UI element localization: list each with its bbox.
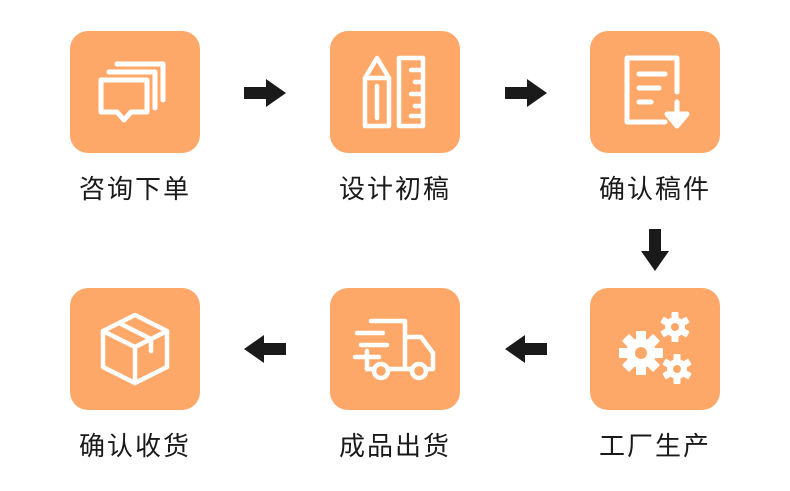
- gears-icon: [619, 312, 692, 384]
- step-tile: [330, 31, 460, 153]
- arrow-right-icon: [505, 79, 547, 107]
- step-label: 工厂生产: [598, 432, 711, 462]
- arrow-right-1: [244, 79, 286, 107]
- step-tile: [590, 31, 720, 153]
- arrow-left-2: [244, 335, 286, 363]
- chat-bubbles-icon: [98, 61, 166, 123]
- step-consult-order: 咨询下单: [70, 31, 200, 206]
- step-label: 咨询下单: [78, 175, 191, 205]
- package-box-icon: [100, 312, 170, 386]
- pencil-ruler-icon: [362, 55, 426, 129]
- step-factory-production: 工厂生产: [590, 288, 720, 463]
- arrow-left-icon: [505, 335, 547, 363]
- step-label: 设计初稿: [338, 175, 451, 205]
- step-confirm-draft: 确认稿件: [590, 31, 720, 206]
- step-tile: [330, 288, 460, 410]
- step-confirm-receipt: 确认收货: [70, 288, 200, 463]
- arrow-down-icon: [641, 229, 669, 271]
- step-label: 成品出货: [338, 432, 451, 462]
- arrow-right-icon: [244, 79, 286, 107]
- document-download-icon: [624, 55, 690, 129]
- arrow-left-icon: [244, 335, 286, 363]
- delivery-truck-icon: [352, 318, 436, 381]
- arrow-right-2: [505, 79, 547, 107]
- step-tile: [590, 288, 720, 410]
- step-label: 确认收货: [78, 432, 191, 462]
- step-design-draft: 设计初稿: [330, 31, 460, 206]
- arrow-left-1: [505, 335, 547, 363]
- step-label: 确认稿件: [598, 175, 711, 205]
- step-tile: [70, 31, 200, 153]
- step-tile: [70, 288, 200, 410]
- arrow-down: [641, 229, 669, 271]
- step-product-shipment: 成品出货: [330, 288, 460, 463]
